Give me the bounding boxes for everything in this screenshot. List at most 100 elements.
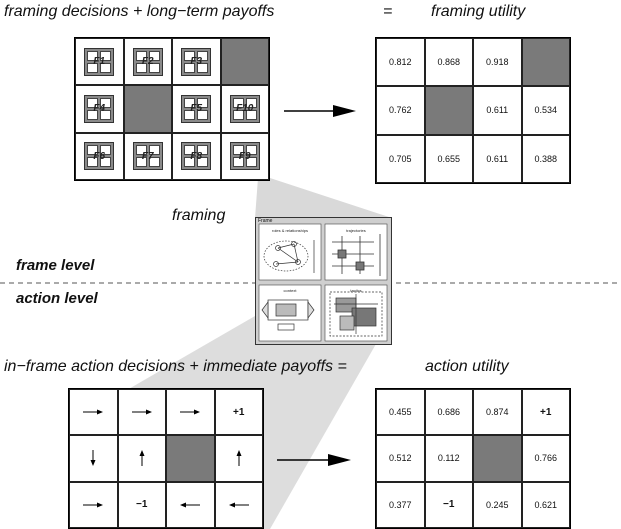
action-cell [117, 435, 166, 482]
frame-pane [197, 109, 209, 120]
frame-pane [245, 109, 257, 120]
frame-pane [232, 157, 244, 168]
trajectories-graphic [332, 234, 381, 276]
frame-pane [100, 62, 112, 73]
zoom-cone-top [255, 178, 392, 218]
frame-cell: F8 [172, 132, 221, 180]
frame-pane [135, 145, 147, 156]
utility-cell: 0.611 [473, 86, 522, 135]
utility-cell: 0.245 [473, 481, 522, 528]
action-cell [69, 389, 118, 436]
utility-cell: 0.534 [521, 86, 570, 135]
action-cell [69, 435, 118, 482]
framing-panel-graphics [258, 223, 388, 342]
utility-cell: 0.762 [376, 86, 425, 135]
frame-pane [197, 62, 209, 73]
quadrant-label-roles: roles & relationships [271, 228, 309, 233]
framing-panel: Frame [255, 217, 392, 345]
frame-pane [184, 145, 196, 156]
frame-pane [197, 157, 209, 168]
frame-window-icon: F2 [132, 47, 163, 76]
quadrant-label-context: context [283, 288, 297, 293]
utility-cell: 0.388 [521, 134, 570, 183]
frame-pane [197, 50, 209, 61]
frame-pane [184, 97, 196, 108]
quadrant-trajectories [324, 223, 388, 281]
utility-cell: 0.621 [521, 481, 570, 528]
action-cell: +1 [214, 389, 263, 436]
heading-framing: framing [172, 207, 226, 224]
utility-cell: 0.112 [424, 435, 473, 482]
frame-pane [87, 97, 99, 108]
action-cell [166, 435, 215, 482]
frame-window-icon: F8 [181, 142, 212, 171]
utility-cell [424, 86, 473, 135]
bottom-arrow-icon [277, 454, 351, 466]
frame-pane [197, 97, 209, 108]
action-cell: −1 [117, 481, 166, 528]
utility-cell: 0.611 [473, 134, 522, 183]
frame-label: F6 [93, 150, 106, 162]
arrow-up-icon [139, 450, 145, 467]
frame-cell: F5 [172, 85, 221, 133]
frame-pane [87, 157, 99, 168]
frame-window-icon: F5 [181, 94, 212, 123]
frame-window-icon: F6 [84, 142, 115, 171]
frame-window-icon: F10 [229, 94, 260, 123]
frame-pane [148, 157, 160, 168]
utility-cell: 0.918 [473, 38, 522, 87]
frame-pane [100, 50, 112, 61]
frame-label: F5 [190, 103, 203, 115]
frame-pane [87, 145, 99, 156]
action-cell [69, 481, 118, 528]
frame-pane [148, 145, 160, 156]
utility-cell [521, 38, 570, 87]
action-level-label: action level [16, 290, 98, 307]
action-cell [166, 481, 215, 528]
frame-cell: F3 [172, 38, 221, 86]
arrow-up-icon [236, 450, 242, 467]
arrow-right-icon [83, 409, 104, 415]
frame-window-icon: F1 [84, 47, 115, 76]
frame-pane [245, 157, 257, 168]
arrow-down-icon [90, 450, 96, 467]
utility-cell: 0.686 [424, 389, 473, 436]
heading-framing-decisions: framing decisions + long−term payoffs [4, 3, 275, 20]
frame-pane [245, 145, 257, 156]
frame-cell [220, 38, 269, 86]
utility-cell: 0.455 [376, 389, 425, 436]
arrow-left-icon [228, 502, 249, 508]
top-arrow-icon [284, 105, 356, 117]
frame-label: F7 [141, 150, 154, 162]
frame-pane [135, 157, 147, 168]
arrow-right-icon [83, 502, 104, 508]
frame-pane [100, 157, 112, 168]
frame-level-label: frame level [16, 257, 95, 274]
utility-cell: 0.812 [376, 38, 425, 87]
frame-pane [100, 97, 112, 108]
frame-pane [100, 145, 112, 156]
quadrant-label-trajectories: trajectories [346, 228, 366, 233]
action-cell [166, 389, 215, 436]
utility-cell: 0.705 [376, 134, 425, 183]
frame-label: F1 [93, 56, 106, 68]
frame-pane [87, 109, 99, 120]
frame-window-icon: F4 [84, 94, 115, 123]
frame-pane [232, 97, 244, 108]
utility-cell [473, 435, 522, 482]
context-graphic [261, 299, 315, 331]
frame-cell: F1 [75, 38, 124, 86]
heading-framing-utility: framing utility [431, 3, 526, 20]
utility-cell: 0.512 [376, 435, 425, 482]
frame-pane [232, 145, 244, 156]
frame-cell: F7 [123, 132, 172, 180]
utility-cell: 0.766 [521, 435, 570, 482]
utility-cell: +1 [521, 389, 570, 436]
frame-pane [135, 62, 147, 73]
frame-cell: F4 [75, 85, 124, 133]
frame-pane [184, 50, 196, 61]
frame-pane [184, 157, 196, 168]
